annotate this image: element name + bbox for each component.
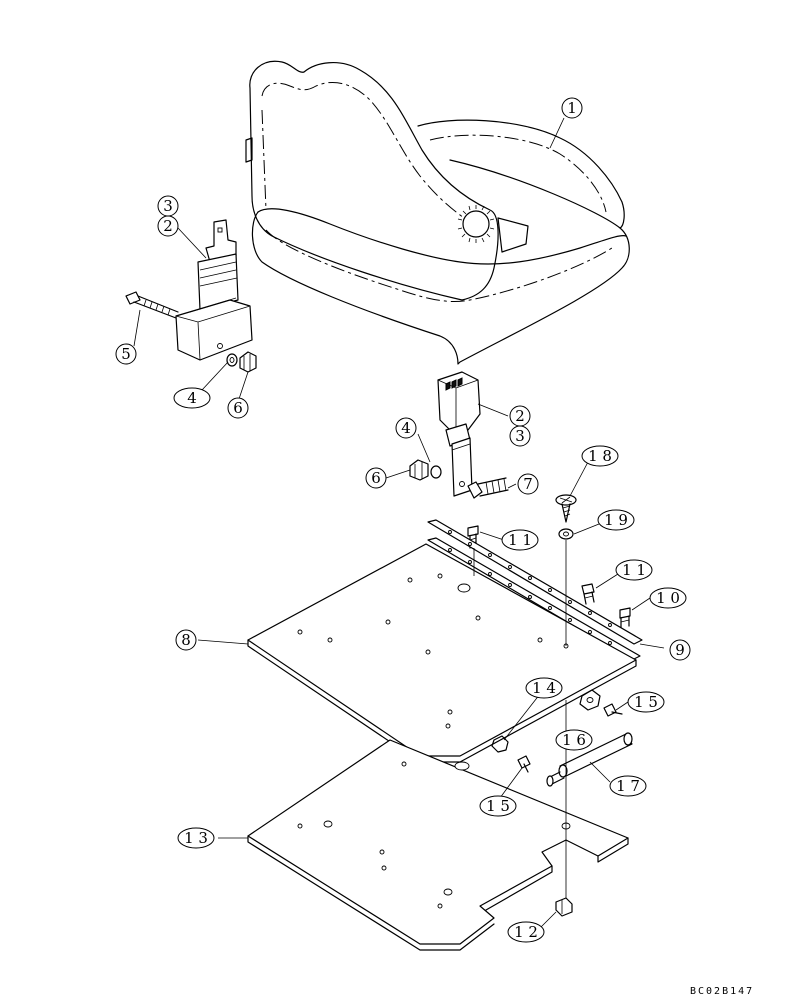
- callout-number: 3: [163, 197, 173, 215]
- callout-number: 1 0: [656, 589, 680, 607]
- callout-number: 7: [523, 475, 533, 493]
- callout-number: 1 8: [588, 447, 612, 465]
- callout-balloon: [669, 639, 691, 661]
- callout-balloon: [157, 215, 179, 237]
- callout-balloon: [597, 509, 635, 531]
- callout-c3b: 3: [509, 425, 531, 447]
- callout-number: 1 6: [562, 731, 586, 749]
- callout-number: 1 5: [486, 797, 510, 815]
- callout-balloon: [501, 529, 539, 551]
- callout-c7: 7: [517, 473, 539, 495]
- callout-c18: 1 8: [581, 445, 619, 467]
- drawing-reference: BC02B147: [690, 986, 754, 997]
- callout-balloon: [227, 397, 249, 419]
- callout-c10: 1 0: [649, 587, 687, 609]
- callout-c3a: 3: [157, 195, 179, 217]
- callout-c14: 1 4: [525, 677, 563, 699]
- callout-c4a: 4: [173, 387, 211, 409]
- callout-balloon: [561, 97, 583, 119]
- callout-balloon: [395, 417, 417, 439]
- callout-c2a: 2: [157, 215, 179, 237]
- callout-c19: 1 9: [597, 509, 635, 531]
- callout-number: 1: [567, 99, 577, 117]
- callout-balloon: [115, 343, 137, 365]
- callout-number: 5: [121, 345, 131, 363]
- callout-balloon: [509, 425, 531, 447]
- callout-number: 1 3: [184, 829, 208, 847]
- callout-c11a: 1 1: [501, 529, 539, 551]
- callout-number: 4: [401, 419, 411, 437]
- lower-plate: [247, 739, 629, 951]
- callout-c16: 1 6: [555, 729, 593, 751]
- callout-c6a: 6: [227, 397, 249, 419]
- bolt-7-icon: [467, 477, 509, 499]
- pin-17-icon: [546, 732, 633, 787]
- callout-balloon: [525, 677, 563, 699]
- callout-number: 2: [515, 407, 525, 425]
- callout-c17: 1 7: [609, 775, 647, 797]
- nut-12-icon: [555, 897, 573, 917]
- callout-layer: 1 3 2 5 4 6 2 3 4 6 7 1 8 1 9 1 1 1 1 1 0 8 9 1 4 1 5 1 6 1 7…: [115, 97, 691, 943]
- callout-balloon: [555, 729, 593, 751]
- upper-plate: [247, 543, 637, 763]
- callout-number: 1 1: [508, 531, 532, 549]
- callout-c12: 1 2: [507, 921, 545, 943]
- callout-c11b: 1 1: [615, 559, 653, 581]
- callout-balloon: [507, 921, 545, 943]
- callout-number: 1 1: [622, 561, 646, 579]
- seat-assembly: [245, 60, 630, 365]
- bolt-11b-icon: [581, 583, 595, 605]
- callout-number: 1 7: [616, 777, 640, 795]
- callout-number: 1 4: [532, 679, 556, 697]
- callout-number: 8: [181, 631, 191, 649]
- callout-c5: 5: [115, 343, 137, 365]
- callout-number: 3: [515, 427, 525, 445]
- recline-knob: [457, 205, 495, 243]
- callout-c13: 1 3: [177, 827, 215, 849]
- bolt-10-icon: [619, 607, 631, 629]
- callout-balloon: [627, 691, 665, 713]
- callout-balloon: [175, 629, 197, 651]
- callout-balloon: [581, 445, 619, 467]
- callout-balloon: [365, 467, 387, 489]
- callout-balloon: [517, 473, 539, 495]
- nut-6-icon: [239, 351, 257, 373]
- callout-balloon: [609, 775, 647, 797]
- callout-number: 6: [233, 399, 243, 417]
- callout-c2b: 2: [509, 405, 531, 427]
- callout-c15a: 1 5: [627, 691, 665, 713]
- callout-balloon: [177, 827, 215, 849]
- callout-balloon: [615, 559, 653, 581]
- left-seat-belt: [125, 219, 257, 373]
- callout-number: 1 2: [514, 923, 538, 941]
- callout-number: 4: [187, 389, 197, 407]
- callout-number: 6: [371, 469, 381, 487]
- callout-c15b: 1 5: [479, 795, 517, 817]
- callout-c6b: 6: [365, 467, 387, 489]
- callout-c4b: 4: [395, 417, 417, 439]
- callout-c1: 1: [561, 97, 583, 119]
- callout-balloon: [479, 795, 517, 817]
- callout-balloon: [649, 587, 687, 609]
- right-seat-belt: [409, 371, 509, 499]
- callout-balloon: [173, 387, 211, 409]
- callout-number: 1 9: [604, 511, 628, 529]
- bolt-5-icon: [125, 291, 179, 319]
- callout-c8: 8: [175, 629, 197, 651]
- callout-number: 1 5: [634, 693, 658, 711]
- hardware: [467, 494, 633, 917]
- screw-18-icon: [555, 494, 577, 523]
- callout-number: 2: [163, 217, 173, 235]
- callout-number: 9: [675, 641, 685, 659]
- callout-c9: 9: [669, 639, 691, 661]
